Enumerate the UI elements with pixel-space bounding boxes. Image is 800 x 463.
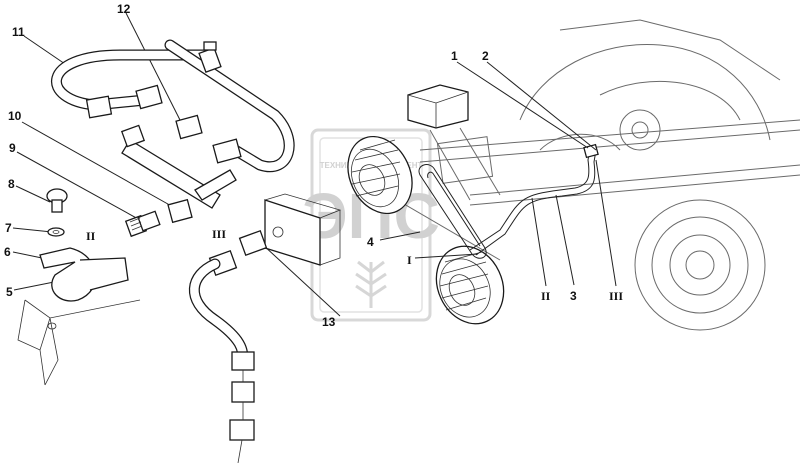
view-marker-III-right: III — [609, 289, 623, 303]
callout-11: 11 — [12, 25, 25, 39]
callout-5: 5 — [6, 285, 13, 299]
rear-wheel — [634, 199, 766, 331]
view-marker-I: I — [407, 253, 412, 267]
callout-6: 6 — [4, 245, 11, 259]
view-marker-III-left: III — [212, 227, 226, 241]
view-marker-II-left: II — [86, 229, 96, 243]
callout-7: 7 — [5, 221, 12, 235]
callout-8: 8 — [8, 177, 15, 191]
clamp-assembly — [17, 188, 141, 386]
callout-10: 10 — [8, 109, 22, 123]
washer-7 — [47, 227, 65, 237]
callouts: 1 2 3 4 5 6 7 8 9 10 11 12 13 — [4, 2, 577, 329]
callout-2: 2 — [482, 49, 489, 63]
supply-line-13 — [188, 193, 342, 463]
callout-12: 12 — [117, 2, 131, 16]
wheat-icon — [355, 260, 387, 308]
callout-13: 13 — [322, 315, 336, 329]
front-wheel-lower — [435, 245, 505, 325]
callout-4: 4 — [367, 235, 374, 249]
callout-9: 9 — [9, 141, 16, 155]
tractor-chassis — [347, 19, 800, 331]
view-marker-II-right: II — [541, 289, 551, 303]
adapter-9 — [124, 210, 161, 238]
bracket-5 — [17, 299, 141, 386]
hose-12 — [164, 39, 295, 173]
hose-11 — [51, 49, 216, 119]
front-wheel-upper — [347, 135, 413, 215]
callout-1: 1 — [451, 49, 458, 63]
tee-fitting-10 — [120, 124, 237, 224]
callout-3: 3 — [570, 289, 577, 303]
view-markers: I II III II III — [86, 227, 623, 303]
